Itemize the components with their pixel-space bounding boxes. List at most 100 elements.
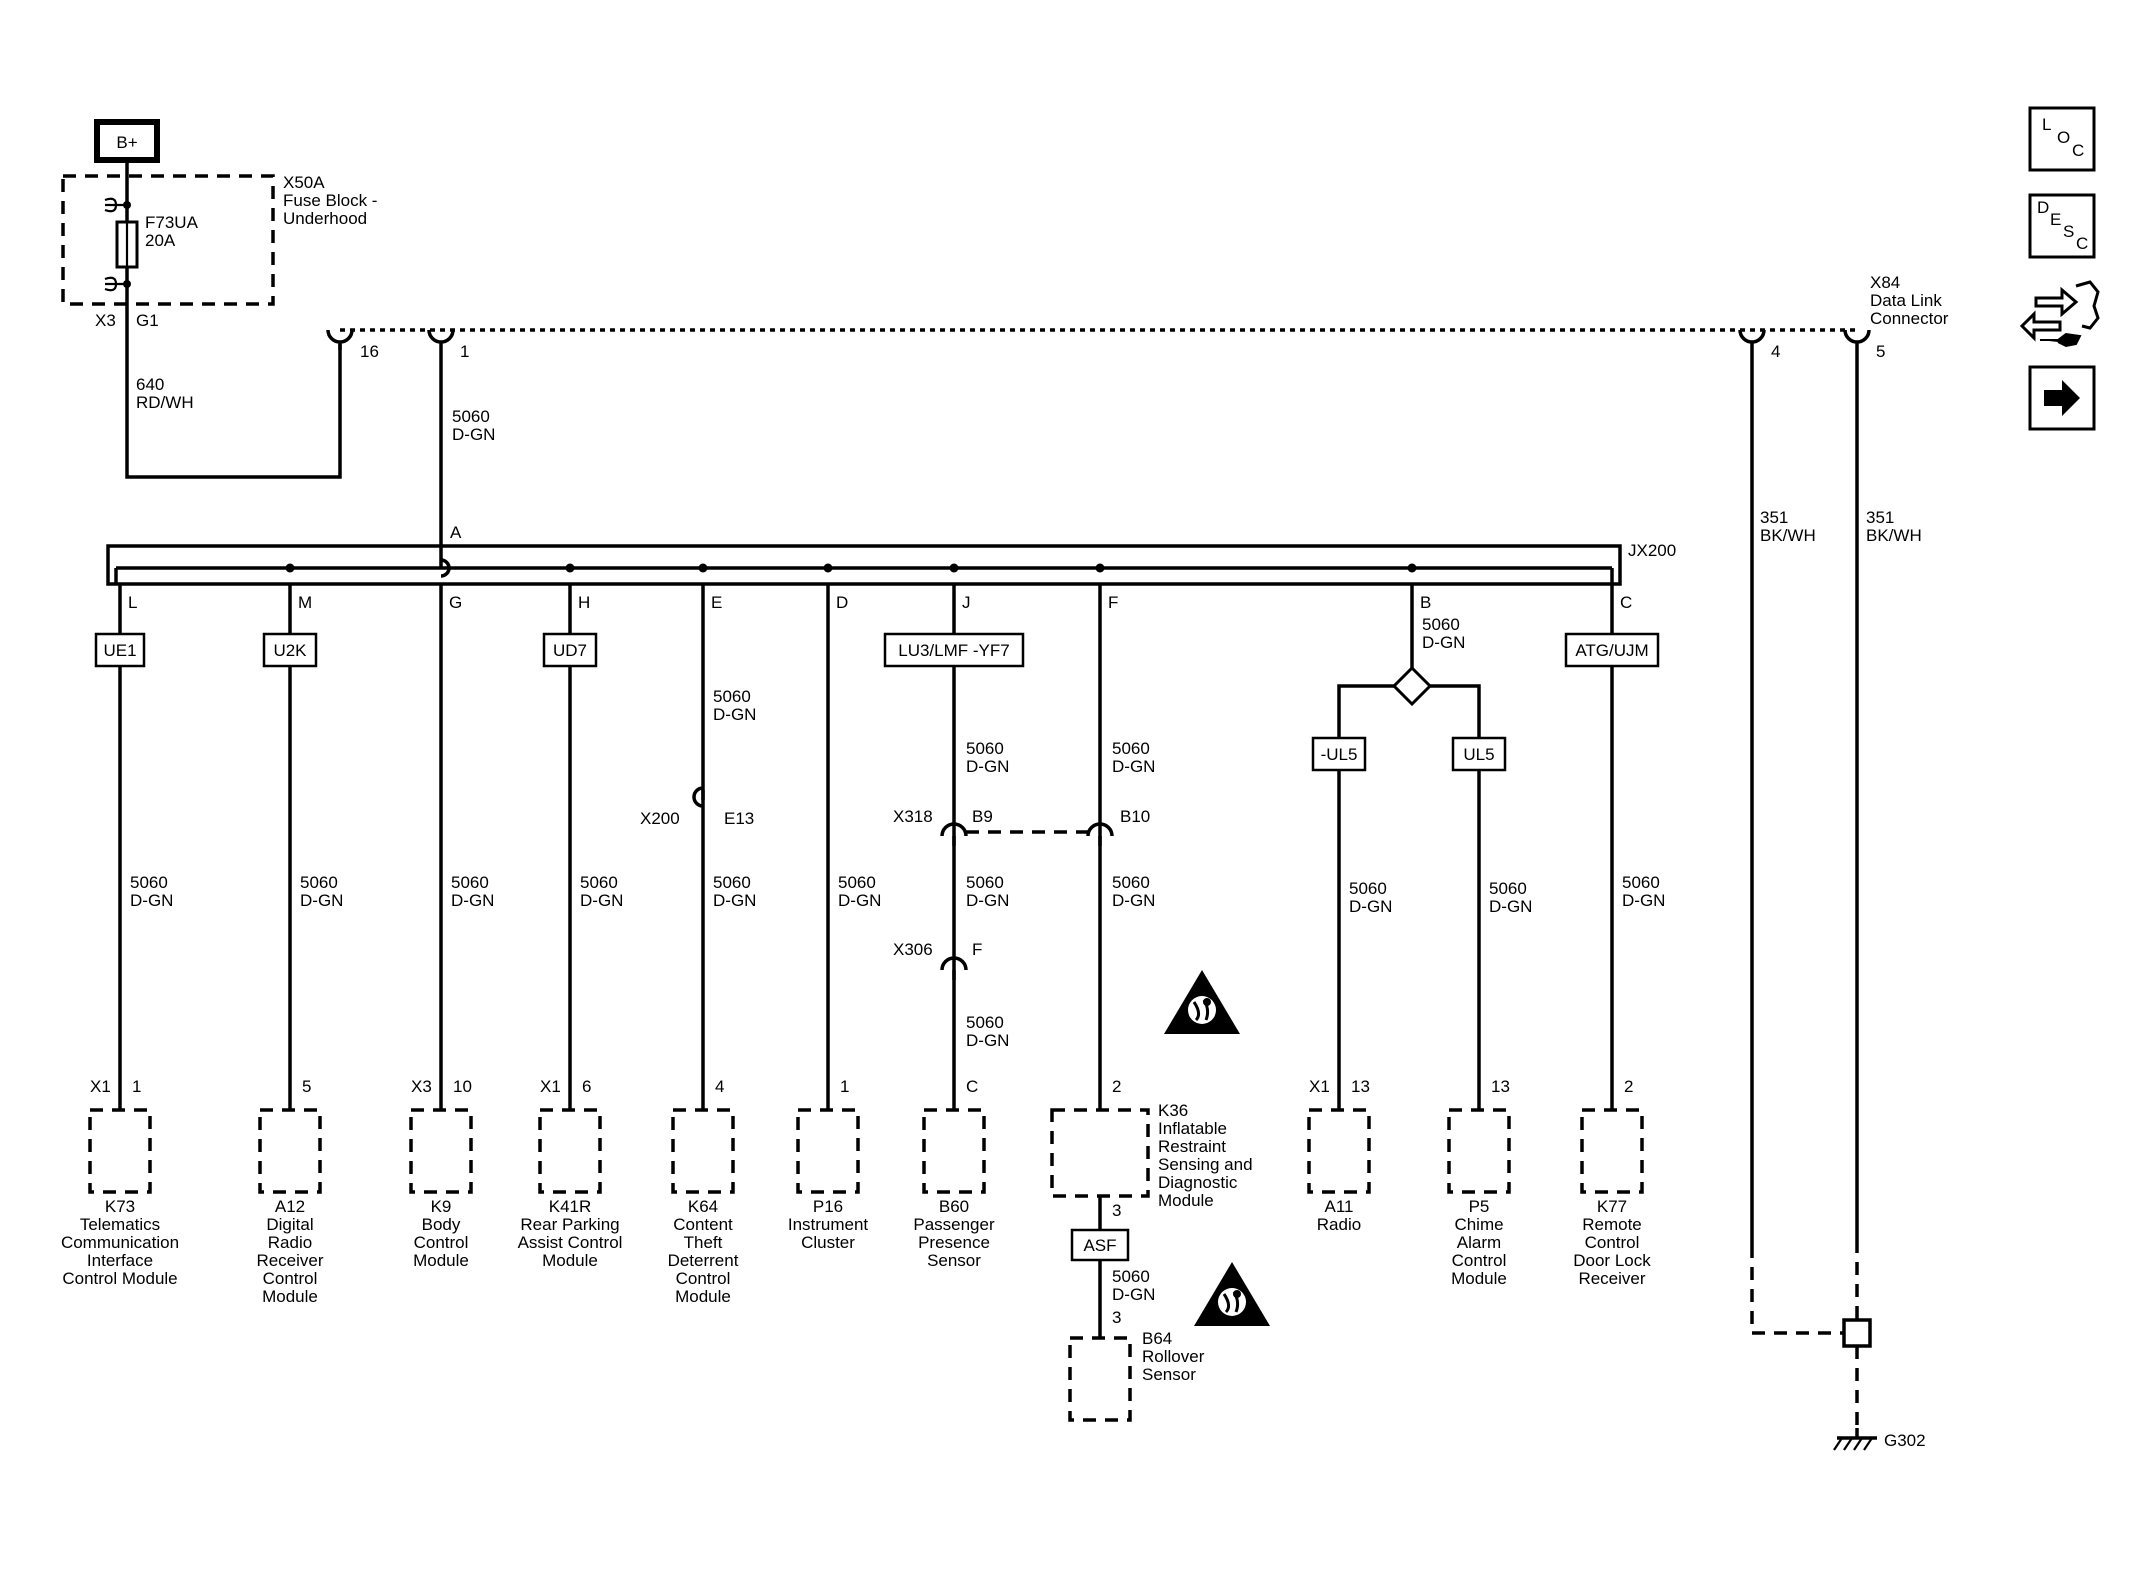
component-terminal: 6 xyxy=(582,1077,591,1096)
wire-num: 5060 xyxy=(1112,873,1150,892)
inline-connector-x200: X200 E13 xyxy=(640,786,754,828)
wire-num: 5060 xyxy=(1349,879,1387,898)
wire-351-pin4: 351 BK/WH xyxy=(1760,508,1816,545)
wire-color: D-GN xyxy=(580,891,623,910)
component-name-line: Control xyxy=(676,1269,731,1288)
wire-color: D-GN xyxy=(300,891,343,910)
dlc-pin-16: 16 xyxy=(360,342,379,361)
x318-pin-a: B9 xyxy=(972,807,993,826)
component-box xyxy=(258,1108,322,1194)
rollover-name-2: Sensor xyxy=(1142,1365,1196,1384)
splice-pin-label: B xyxy=(1420,593,1431,612)
component-name-line: Remote xyxy=(1582,1215,1642,1234)
wire-num: 5060 xyxy=(713,873,751,892)
wire-color: D-GN xyxy=(1349,897,1392,916)
component-terminal: 10 xyxy=(453,1077,472,1096)
wire-351-pin5: 351 BK/WH xyxy=(1866,508,1922,545)
component-terminal: 1 xyxy=(840,1077,849,1096)
wire-color: D-GN xyxy=(966,891,1009,910)
splice-pin-label: D xyxy=(836,593,848,612)
wire-num: 5060 xyxy=(966,1013,1004,1032)
component-terminal: 1 xyxy=(132,1077,141,1096)
component-name-line: Chime xyxy=(1454,1215,1503,1234)
wire-640: 640 RD/WH xyxy=(125,304,342,479)
component-name-line: Rear Parking xyxy=(520,1215,619,1234)
component-name-line: Passenger xyxy=(913,1215,995,1234)
wire-color: D-GN xyxy=(1112,891,1155,910)
component-connector: X1 xyxy=(90,1077,111,1096)
connector-wrench-icon[interactable] xyxy=(2019,280,2100,348)
splice-pin-in: A xyxy=(450,523,462,542)
right-arrow-icon xyxy=(2044,380,2080,416)
wire-color: D-GN xyxy=(1489,897,1532,916)
component-name-line: Sensor xyxy=(927,1251,981,1270)
component-name-line: B60 xyxy=(939,1197,969,1216)
component-name-line: Radio xyxy=(268,1233,312,1252)
splice-pin-label: J xyxy=(962,593,971,612)
component-b64 xyxy=(1068,1336,1132,1422)
wire-num: 5060 xyxy=(966,873,1004,892)
component-terminal: 5 xyxy=(302,1077,311,1096)
component-name-line: Inflatable xyxy=(1158,1119,1227,1138)
component-name-line: P16 xyxy=(813,1197,843,1216)
wire-351-color-b: BK/WH xyxy=(1866,526,1922,545)
wire-351-num-b: 351 xyxy=(1866,508,1894,527)
splice-dot xyxy=(565,563,575,573)
splice-pin-label: F xyxy=(1108,593,1118,612)
component-name-line: Receiver xyxy=(1578,1269,1645,1288)
component-box xyxy=(1307,1108,1371,1194)
component-box xyxy=(671,1108,735,1194)
component-name-line: Module xyxy=(542,1251,598,1270)
component-terminal: 2 xyxy=(1112,1077,1121,1096)
component-name-line: Module xyxy=(262,1287,318,1306)
wire-640-num: 640 xyxy=(136,375,164,394)
rollover-wire-color: D-GN xyxy=(1112,1285,1155,1304)
main-wire-num: 5060 xyxy=(452,407,490,426)
location-button[interactable]: L O C xyxy=(2028,106,2096,172)
rollover-sensor-section: 3 ASF 5060 D-GN 3 B64 Rollover Sensor xyxy=(1068,1196,1205,1422)
rollover-option: ASF xyxy=(1083,1236,1116,1255)
fuse-block-name-2: Underhood xyxy=(283,209,367,228)
component-name-line: Module xyxy=(1158,1191,1214,1210)
power-label: B+ xyxy=(116,133,137,152)
fuse-ref: F73UA xyxy=(145,213,199,232)
component-name-line: Deterrent xyxy=(668,1251,739,1270)
component-name-line: K77 xyxy=(1597,1197,1627,1216)
dlc-pin-1: 1 xyxy=(460,342,469,361)
airbag-warning-icon xyxy=(1194,1262,1270,1326)
wire-color: D-GN xyxy=(130,891,173,910)
dlc-ref: X84 xyxy=(1870,273,1900,292)
option-label: UL5 xyxy=(1463,745,1494,764)
dlc-name-2: Connector xyxy=(1870,309,1949,328)
dlc-pin-5: 5 xyxy=(1876,342,1885,361)
option-label: U2K xyxy=(273,641,307,660)
component-name-line: K64 xyxy=(688,1197,718,1216)
ground-ref: G302 xyxy=(1884,1431,1926,1450)
component-name-line: Module xyxy=(675,1287,731,1306)
component-name-line: Presence xyxy=(918,1233,990,1252)
component-name-line: K73 xyxy=(105,1197,135,1216)
splice-dot xyxy=(949,563,959,573)
component-box xyxy=(538,1108,602,1194)
component-box xyxy=(1050,1108,1150,1198)
desc-letter-2: S xyxy=(2063,222,2074,241)
desc-letter-3: C xyxy=(2076,234,2088,253)
wire-351-num-a: 351 xyxy=(1760,508,1788,527)
component-name-line: Module xyxy=(1451,1269,1507,1288)
option-box xyxy=(542,632,598,668)
loc-letter-0: L xyxy=(2042,115,2051,134)
description-button[interactable]: D E S C xyxy=(2028,193,2096,259)
next-arrow-button[interactable] xyxy=(2028,365,2096,431)
fuse-block-ref: X50A xyxy=(283,173,325,192)
branch-f: F5060D-GN5060D-GN2K36InflatableRestraint… xyxy=(1050,563,1253,1210)
splice-pin-label: H xyxy=(578,593,590,612)
component-name-line: Control xyxy=(1585,1233,1640,1252)
wire-num: 5060 xyxy=(1489,879,1527,898)
wire-color: D-GN xyxy=(713,891,756,910)
component-name-line: P5 xyxy=(1469,1197,1490,1216)
component-name-line: Communication xyxy=(61,1233,179,1252)
ul5-split xyxy=(1337,665,1481,738)
